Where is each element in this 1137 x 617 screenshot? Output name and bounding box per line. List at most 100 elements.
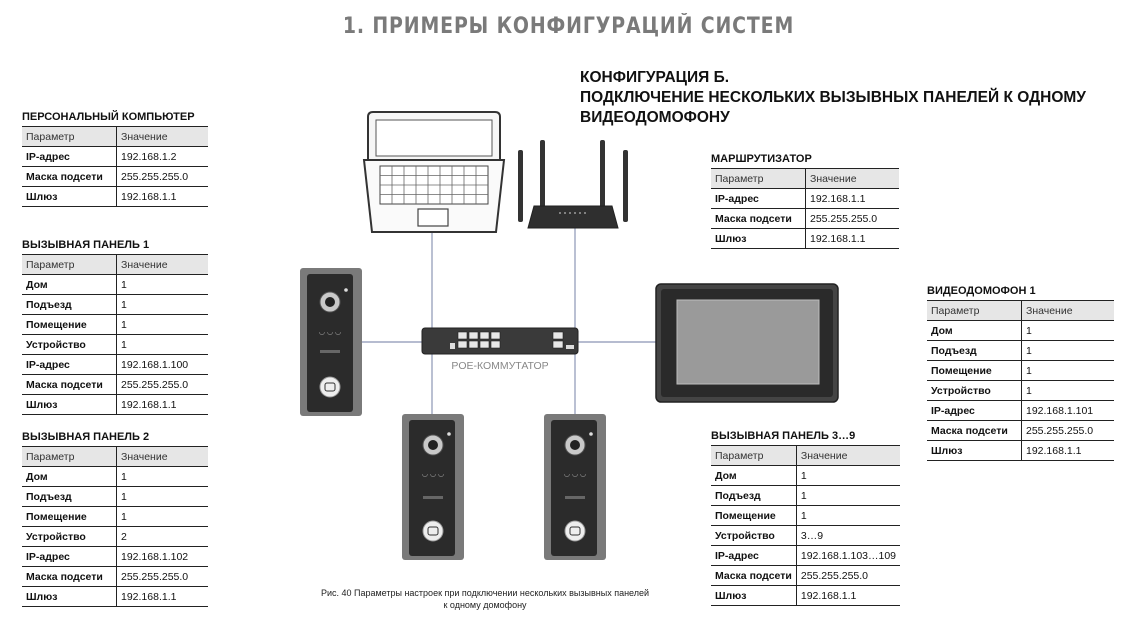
row-param: Устройство (711, 525, 797, 546)
config-title-line-3: ВИДЕОДОМОФОНУ (580, 109, 730, 126)
router-settings-table: МАРШРУТИЗАТОР Параметр Значение IP-адрес… (711, 153, 899, 249)
row-value: 1 (116, 274, 208, 295)
poe-switch-label: POE-КОММУТАТОР (451, 360, 548, 372)
row-value: 1 (796, 485, 901, 506)
row-param: Шлюз (711, 228, 806, 249)
row-param: Устройство (22, 526, 117, 547)
row-param: Помещение (22, 506, 117, 527)
row-param: Помещение (711, 505, 797, 526)
row-param: Маска подсети (22, 566, 117, 587)
row-param: Шлюз (22, 394, 117, 415)
call-panel-2-icon: ◡ ◡ ◡ (402, 414, 464, 560)
config-title-line-2: ПОДКЛЮЧЕНИЕ НЕСКОЛЬКИХ ВЫЗЫВНЫХ ПАНЕЛЕЙ … (580, 89, 1086, 106)
row-value: 192.168.1.1 (1021, 440, 1114, 461)
laptop-icon (362, 111, 506, 233)
row-param: Устройство (22, 334, 117, 355)
row-value: 192.168.1.100 (116, 354, 208, 375)
table-title: ВИДЕОДОМОФОН 1 (927, 285, 1036, 297)
row-param: Устройство (927, 380, 1022, 401)
row-param: Маска подсети (711, 565, 797, 586)
row-param: Помещение (22, 314, 117, 335)
row-value: 192.168.1.1 (116, 394, 208, 415)
header-cell: Значение (805, 168, 899, 189)
header-cell: Параметр (22, 446, 117, 467)
row-param: Маска подсети (927, 420, 1022, 441)
table-title: МАРШРУТИЗАТОР (711, 153, 812, 165)
row-param: Маска подсети (711, 208, 806, 229)
row-value: 1 (1021, 380, 1114, 401)
section-title: 1. ПРИМЕРЫ КОНФИГУРАЦИЙ СИСТЕМ (342, 14, 795, 39)
svg-text:◡ ◡ ◡: ◡ ◡ ◡ (564, 471, 586, 478)
call-panel-1-icon: ◡ ◡ ◡ (300, 268, 362, 416)
table-title: ВЫЗЫВНАЯ ПАНЕЛЬ 1 (22, 239, 150, 251)
row-param: IP-адрес (22, 146, 117, 167)
header-cell: Значение (796, 445, 901, 466)
header-cell: Значение (116, 126, 208, 147)
table-header-row: Параметр Значение (927, 300, 1114, 321)
row-value: 255.255.255.0 (116, 166, 208, 187)
row-param: Маска подсети (22, 374, 117, 395)
row-param: IP-адрес (711, 188, 806, 209)
header-cell: Значение (1021, 300, 1114, 321)
header-cell: Значение (116, 254, 208, 275)
row-param: Шлюз (22, 186, 117, 207)
row-value: 1 (116, 466, 208, 487)
header-cell: Параметр (711, 168, 806, 189)
row-value: 2 (116, 526, 208, 547)
row-value: 192.168.1.102 (116, 546, 208, 567)
row-value: 255.255.255.0 (1021, 420, 1114, 441)
row-value: 1 (1021, 360, 1114, 381)
row-value: 192.168.1.1 (116, 586, 208, 607)
header-cell: Параметр (22, 126, 117, 147)
call-panel-3-icon: ◡ ◡ ◡ (544, 414, 606, 560)
row-param: Дом (22, 274, 117, 295)
row-value: 255.255.255.0 (116, 374, 208, 395)
row-value: 1 (116, 294, 208, 315)
row-param: IP-адрес (711, 545, 797, 566)
table-header-row: Параметр Значение (22, 446, 208, 467)
video-intercom-monitor-icon (655, 283, 839, 403)
row-param: Дом (711, 465, 797, 486)
row-param: Подъезд (927, 340, 1022, 361)
poe-switch-icon (421, 327, 579, 355)
header-cell: Параметр (711, 445, 797, 466)
row-param: Дом (927, 320, 1022, 341)
row-param: Шлюз (711, 585, 797, 606)
row-param: Маска подсети (22, 166, 117, 187)
row-value: 1 (796, 505, 901, 526)
table-title: ВЫЗЫВНАЯ ПАНЕЛЬ 2 (22, 431, 150, 443)
table-title: ПЕРСОНАЛЬНЫЙ КОМПЬЮТЕР (22, 111, 195, 123)
row-value: 1 (1021, 320, 1114, 341)
row-param: IP-адрес (22, 354, 117, 375)
